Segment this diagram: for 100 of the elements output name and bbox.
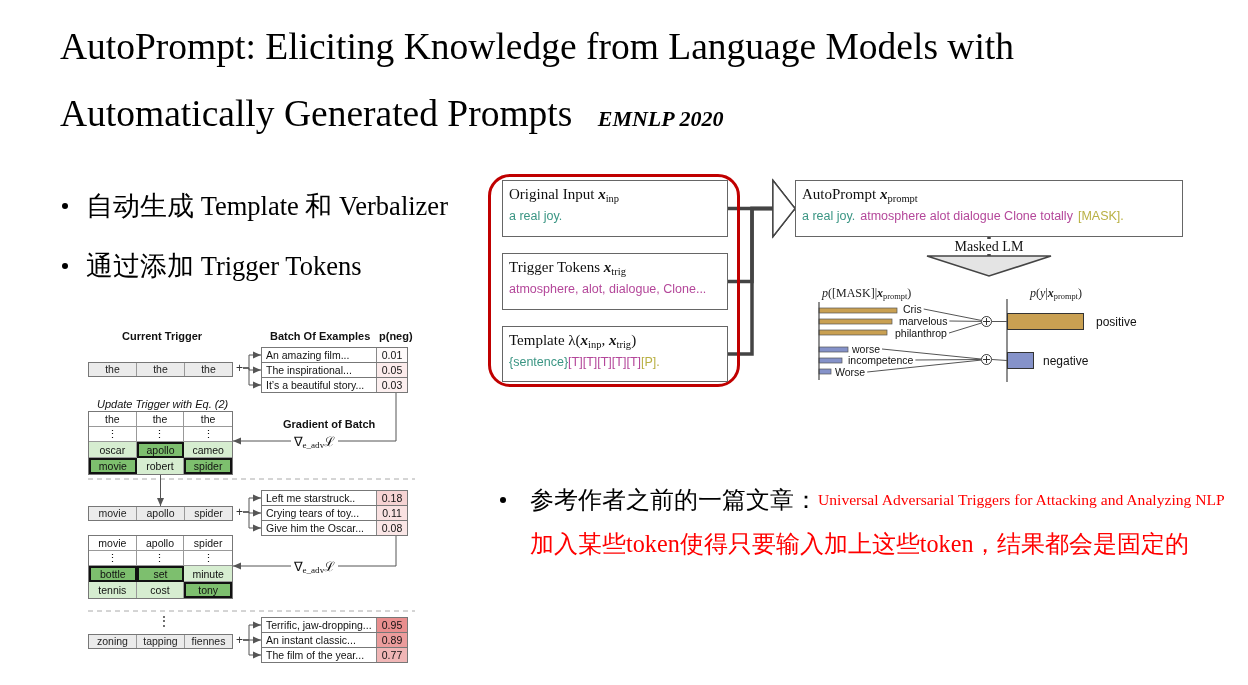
example-row xyxy=(261,647,408,663)
arrow xyxy=(242,367,262,389)
word-label: Cris xyxy=(903,303,922,315)
edge-label: ∇$_{e_adv}$ℒ xyxy=(290,558,339,574)
column-header: Gradient of Batch xyxy=(283,418,376,431)
plus-sign: + xyxy=(236,505,243,519)
connector-line xyxy=(881,348,982,360)
token-cell: tennis xyxy=(89,582,137,598)
token-cell: oscar xyxy=(89,442,137,458)
example-row xyxy=(261,505,408,521)
example-sentence: Crying tears of toy... xyxy=(265,506,361,520)
example-sentence: Left me starstruck.. xyxy=(265,491,357,505)
word-label: philanthrop xyxy=(895,327,947,339)
token-cell: tony xyxy=(184,582,232,598)
connector-line xyxy=(866,359,982,373)
example-sentence: The film of the year... xyxy=(265,648,366,662)
probability-value: 0.01 xyxy=(376,348,407,362)
block-arrow xyxy=(728,179,796,356)
column-header: Batch Of Examples xyxy=(270,330,371,343)
column-header: Current Trigger xyxy=(122,330,203,343)
box-heading: Original Input x$_{inp}$ xyxy=(509,185,620,204)
input-box xyxy=(502,326,728,382)
sample-text: [MASK]. xyxy=(1077,209,1124,223)
probability-value: 0.11 xyxy=(376,506,407,520)
score-bar xyxy=(1007,313,1084,330)
reference-title: Universal Adversarial Triggers for Attacking and Analyzing NLP xyxy=(818,490,1225,510)
probability-value: 0.03 xyxy=(376,378,407,392)
example-row xyxy=(261,362,408,378)
connector-line xyxy=(991,321,1008,322)
token-cell: ⋮ xyxy=(89,551,137,566)
trigger-row xyxy=(88,506,233,521)
token-cell: the xyxy=(136,412,185,427)
token-cell: robert xyxy=(136,458,185,474)
sample-text: [T][T][T][T][T] xyxy=(568,355,641,369)
input-box xyxy=(502,180,728,237)
example-row xyxy=(261,490,408,506)
note-text: 加入某些token使得只要输入加上这些token，结果都会是固定的 xyxy=(530,529,1190,558)
sample-text: atmosphere, alot, dialogue, Clone... xyxy=(509,282,707,296)
sum-symbol xyxy=(981,354,992,365)
slide-title: AutoPrompt: Eliciting Knowledge from Language Models with Automatically Generated Prompts EMNLP 2020 xyxy=(60,25,1016,136)
probability-value: 0.05 xyxy=(376,363,407,377)
connector-line xyxy=(948,322,982,334)
box-heading: AutoPrompt x$_{prompt}$ xyxy=(802,185,918,204)
sample-text: a real joy. xyxy=(802,209,856,223)
example-sentence: An amazing film... xyxy=(265,348,351,362)
token-cell: ⋮ xyxy=(184,427,232,442)
edge-label: Masked LM xyxy=(951,239,1027,255)
token-cell: the xyxy=(89,412,137,427)
word-label: marvelous xyxy=(899,315,948,327)
word-label: worse xyxy=(852,343,880,355)
axis-title: p([MASK]|x$_{prompt}$) xyxy=(822,285,912,301)
token-cell: minute xyxy=(184,566,232,582)
token-cell: set xyxy=(136,566,185,582)
token-cell: cameo xyxy=(184,442,232,458)
sample-text: [P]. xyxy=(641,355,660,369)
highlight-frame xyxy=(488,174,740,387)
token-cell: apollo xyxy=(136,442,185,458)
arrow xyxy=(157,474,164,507)
example-sentence: Terrific, jaw-dropping... xyxy=(265,618,373,632)
axis-title: p(y|x$_{prompt}$) xyxy=(1030,285,1082,301)
arrow xyxy=(242,511,262,532)
probability-value: 0.08 xyxy=(376,521,407,535)
probability-value: 0.18 xyxy=(376,491,407,505)
candidate-table xyxy=(88,535,233,599)
connector-line xyxy=(991,359,1008,361)
token-cell: the xyxy=(184,412,232,427)
box-heading: Trigger Tokens x$_{trig}$ xyxy=(509,258,626,277)
example-sentence: An instant classic... xyxy=(265,633,357,647)
token-cell: apollo xyxy=(136,536,185,551)
ellipsis-text: ⋮ xyxy=(158,614,170,628)
class-label: negative xyxy=(1043,352,1089,369)
probability-value: 0.89 xyxy=(376,633,407,647)
input-box xyxy=(502,253,728,310)
sample-text: a real joy. xyxy=(509,209,563,223)
column-header: p(neg) xyxy=(379,330,413,343)
box-heading: Template λ(x$_{inp}$, x$_{trig}$) xyxy=(509,331,637,350)
token-cell: spider xyxy=(184,458,232,474)
candidate-table xyxy=(88,411,233,475)
example-row xyxy=(261,520,408,536)
sum-symbol xyxy=(981,316,992,327)
bullet-text: 自动生成 Template 和 Verbalizer xyxy=(86,191,448,221)
trigger-row xyxy=(88,634,233,649)
example-row xyxy=(261,347,408,363)
connector-line xyxy=(914,359,982,361)
example-row xyxy=(261,617,408,633)
arrow xyxy=(242,639,262,659)
class-label: positive xyxy=(1096,313,1137,330)
plus-sign: + xyxy=(236,633,243,647)
token-cell: cost xyxy=(136,582,185,598)
example-sentence: It’s a beautiful story... xyxy=(265,378,366,392)
score-bar xyxy=(1007,352,1034,369)
probability-value: 0.95 xyxy=(376,618,407,632)
sample-text: atmosphere alot dialogue Clone totally xyxy=(860,209,1073,223)
trigger-row xyxy=(88,362,233,377)
connector-line xyxy=(923,308,982,321)
example-sentence: Give him the Oscar... xyxy=(265,521,366,535)
token-cell: bottle xyxy=(89,566,137,582)
example-sentence: The inspirational... xyxy=(265,363,353,377)
bullet-text: 参考作者之前的一篇文章： xyxy=(530,486,818,514)
token-cell: ⋮ xyxy=(136,551,185,566)
